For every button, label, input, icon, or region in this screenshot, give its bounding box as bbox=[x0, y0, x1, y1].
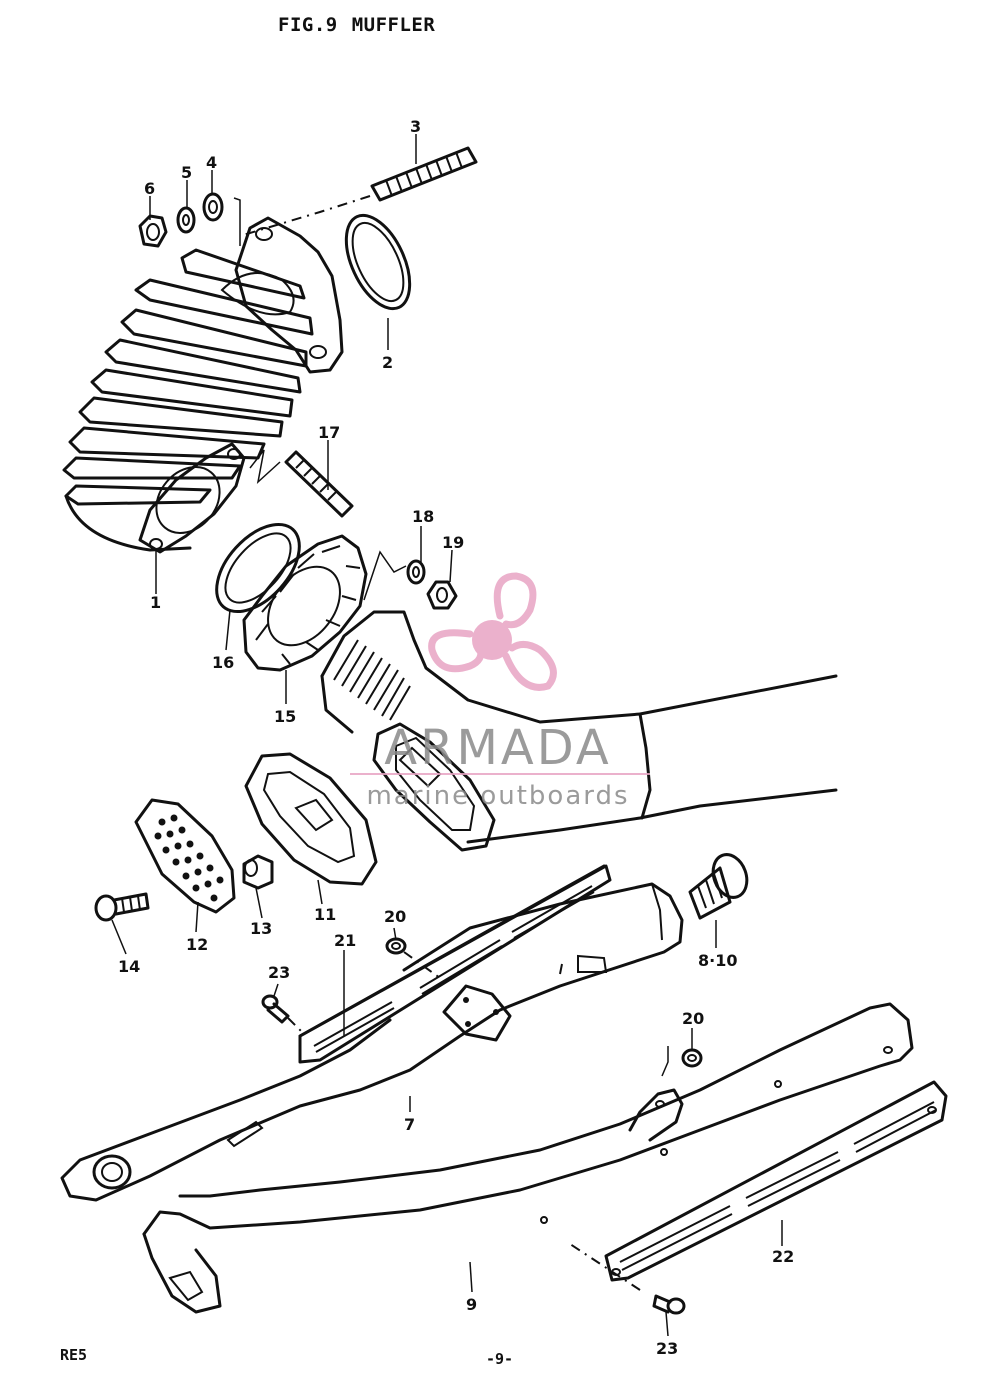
part-bolt-14 bbox=[94, 892, 150, 922]
callout-12: 12 bbox=[186, 935, 208, 954]
callout-20-upper: 20 bbox=[384, 907, 406, 926]
callout-7: 7 bbox=[404, 1115, 415, 1134]
part-nut-19 bbox=[426, 580, 458, 610]
part-gasket-16 bbox=[215, 522, 301, 614]
part-muffler-7 bbox=[60, 882, 684, 1202]
callout-14: 14 bbox=[118, 957, 140, 976]
callout-8-10: 8·10 bbox=[698, 951, 737, 970]
part-spacer-13 bbox=[242, 854, 274, 890]
part-muffler-9 bbox=[142, 1002, 914, 1314]
part-flange-15 bbox=[242, 534, 368, 672]
part-muffler-pipe bbox=[320, 610, 838, 852]
part-grommet-20-lower bbox=[661, 1046, 703, 1077]
callout-9: 9 bbox=[466, 1295, 477, 1314]
propeller-icon bbox=[428, 572, 557, 691]
callout-4: 4 bbox=[206, 153, 217, 172]
callout-leaders bbox=[111, 134, 783, 1337]
callout-23-upper: 23 bbox=[268, 963, 290, 982]
part-screw-23-lower bbox=[569, 1243, 686, 1315]
callout-15: 15 bbox=[274, 707, 296, 726]
callout-1: 1 bbox=[150, 593, 161, 612]
figure-number: FIG.9 bbox=[278, 14, 338, 36]
callout-11: 11 bbox=[314, 905, 336, 924]
callout-18: 18 bbox=[412, 507, 434, 526]
part-stud-17 bbox=[249, 449, 354, 518]
callout-19: 19 bbox=[442, 533, 464, 552]
part-lock-washer-5 bbox=[176, 206, 196, 234]
part-exhaust-body-1 bbox=[62, 216, 344, 554]
callout-2: 2 bbox=[382, 353, 393, 372]
callout-22: 22 bbox=[772, 1247, 794, 1266]
part-heat-shield-22 bbox=[604, 1080, 948, 1282]
part-gasket-2 bbox=[344, 213, 412, 311]
part-gasket-frame-11 bbox=[244, 752, 378, 886]
callout-16: 16 bbox=[212, 653, 234, 672]
figure-header: FIG.9 MUFFLER bbox=[278, 14, 449, 36]
callout-labels: 1 2 3 4 5 6 7 8·10 9 11 12 13 14 15 16 1… bbox=[118, 117, 794, 1358]
part-heat-shield-21 bbox=[298, 864, 612, 1064]
page-number: -9- bbox=[486, 1350, 514, 1368]
assembly-axis-line bbox=[239, 195, 371, 237]
part-perforated-plate-12 bbox=[134, 798, 236, 914]
watermark-brand: ARMADA bbox=[384, 720, 611, 776]
part-stud-3 bbox=[370, 146, 478, 202]
callout-13: 13 bbox=[250, 919, 272, 938]
model-code: RE5 bbox=[60, 1346, 88, 1364]
callout-5: 5 bbox=[181, 163, 192, 182]
callout-3: 3 bbox=[410, 117, 421, 136]
callout-23-lower: 23 bbox=[656, 1339, 678, 1358]
armada-watermark: ARMADA marine outboards bbox=[350, 572, 650, 811]
figure-title: MUFFLER bbox=[351, 14, 436, 36]
part-bushing-8-10 bbox=[688, 853, 749, 920]
callout-17: 17 bbox=[318, 423, 340, 442]
callout-20-lower: 20 bbox=[682, 1009, 704, 1028]
part-nut-6 bbox=[138, 214, 168, 248]
part-washer-4 bbox=[202, 192, 224, 222]
part-screw-23-upper bbox=[261, 994, 303, 1033]
part-lock-washer-18 bbox=[406, 559, 426, 585]
callout-21: 21 bbox=[334, 931, 356, 950]
plate-perforations bbox=[154, 814, 224, 902]
watermark-tagline: marine outboards bbox=[366, 781, 629, 811]
callout-6: 6 bbox=[144, 179, 155, 198]
